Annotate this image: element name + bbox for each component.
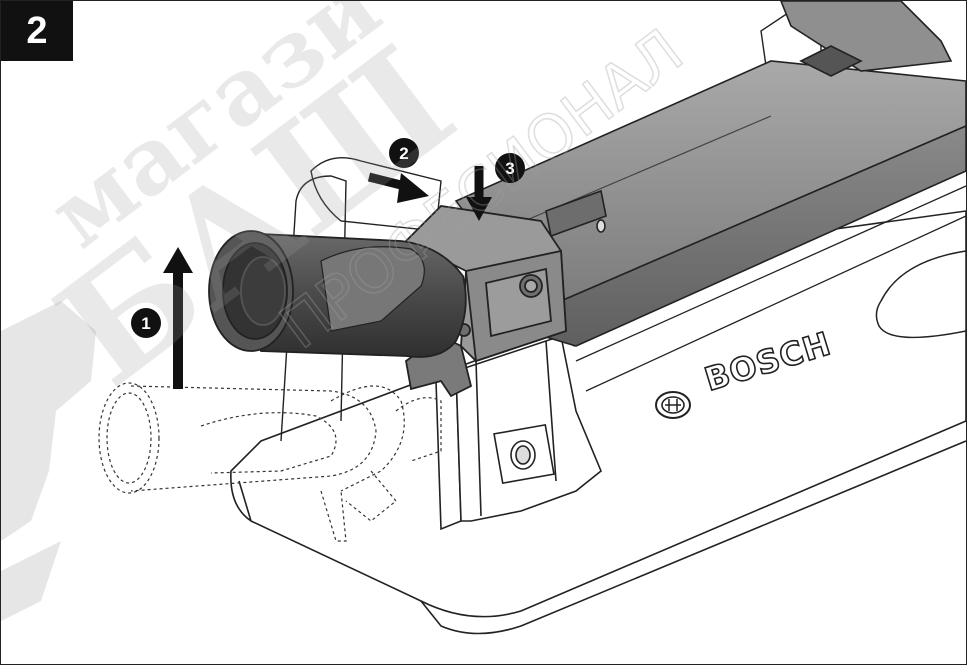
arrow-right-icon: [367, 172, 429, 203]
saw-arm: [454, 1, 966, 347]
base-plate: [230, 210, 966, 635]
handle-previous-position: [98, 382, 442, 542]
step-3-label: 3: [505, 159, 514, 178]
handle-housing: [404, 205, 567, 398]
arrow-down-icon: [466, 166, 492, 221]
support-column: [435, 334, 602, 531]
brand-emblem-icon: [655, 391, 691, 419]
arrow-up-icon: [163, 247, 193, 389]
step-marker-3: 3: [495, 153, 525, 183]
step-marker-1: 1: [131, 308, 161, 338]
step-marker-2: 2: [389, 138, 419, 168]
step-2-label: 2: [399, 144, 408, 163]
step-1-label: 1: [141, 314, 150, 333]
figure-number: 2: [1, 1, 73, 61]
handle-grip: [208, 230, 467, 358]
watermark-mascot: [1, 301, 96, 621]
base-slot: [875, 250, 966, 339]
